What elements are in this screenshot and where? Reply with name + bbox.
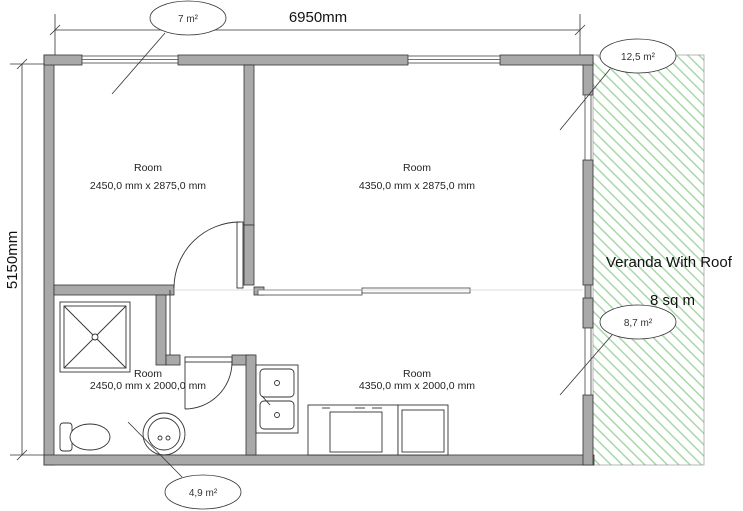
callout-right-bottom-label: 8,7 m² <box>624 318 653 329</box>
kitchen-sink <box>255 364 299 434</box>
door-bathroom <box>184 356 233 410</box>
dimension-width <box>49 14 586 55</box>
veranda-area <box>592 54 705 466</box>
callout-bottom <box>127 421 242 510</box>
callout-right-bottom <box>559 304 677 396</box>
height-dimension-label: 5150mm <box>4 231 21 289</box>
callout-top <box>111 0 227 95</box>
callout-right-top <box>559 38 677 131</box>
room-top-right-title: Room <box>403 162 431 174</box>
room-bottom-left-title: Room <box>134 368 162 380</box>
callout-right-top-label: 12,5 m² <box>621 52 656 63</box>
shower <box>59 301 131 373</box>
sliding-door <box>174 287 583 296</box>
room-top-left-size: 2450,0 mm x 2875,0 mm <box>90 180 206 192</box>
kitchen-counter <box>307 404 449 456</box>
washbasin <box>142 412 186 456</box>
dimension-height <box>10 58 45 461</box>
callout-bottom-label: 4,9 m² <box>189 488 218 499</box>
callout-top-label: 7 m² <box>178 14 199 25</box>
veranda-area-label: 8 sq m <box>650 292 695 309</box>
room-bottom-right-size: 4350,0 mm x 2000,0 mm <box>359 380 475 392</box>
room-bottom-right-title: Room <box>403 368 431 380</box>
room-top-left-title: Room <box>134 162 162 174</box>
walls <box>43 54 595 466</box>
door-top-left <box>173 221 244 289</box>
toilet <box>59 422 111 452</box>
veranda-title: Veranda With Roof <box>606 254 733 271</box>
windows <box>81 55 592 396</box>
width-dimension-label: 6950mm <box>289 9 347 26</box>
room-bottom-left-size: 2450,0 mm x 2000,0 mm <box>90 380 206 392</box>
room-top-right-size: 4350,0 mm x 2875,0 mm <box>359 180 475 192</box>
